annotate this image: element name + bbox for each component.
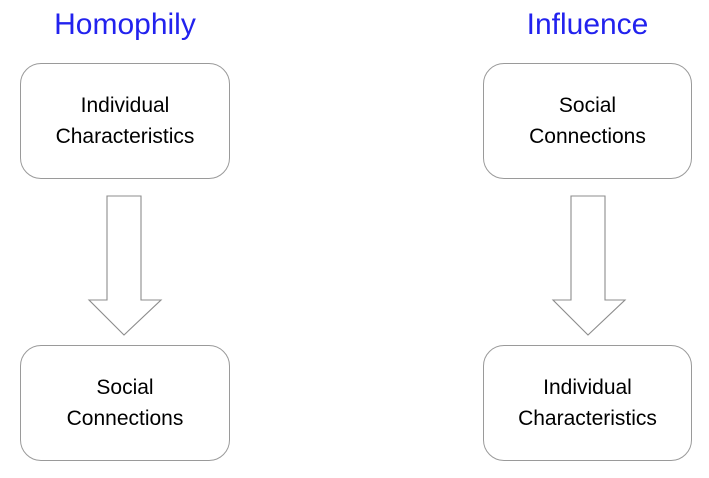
node-label-line-1: Social — [96, 376, 154, 399]
node-label: Individual Characteristics — [510, 372, 665, 434]
node-box-influence-source: Social Connections — [483, 63, 692, 179]
node-label-line-2: Characteristics — [55, 125, 195, 148]
column-title-influence: Influence — [526, 8, 649, 41]
node-box-homophily-source: Individual Characteristics — [20, 63, 230, 179]
node-label-line-2: Connections — [529, 125, 646, 148]
node-label-line-1: Individual — [80, 94, 170, 117]
arrow-shape — [551, 195, 627, 336]
node-label-line-1: Social — [558, 94, 617, 117]
node-label-line-2: Characteristics — [518, 407, 657, 430]
node-label: Social Connections — [59, 372, 192, 434]
node-box-homophily-target: Social Connections — [20, 345, 230, 461]
node-box-influence-target: Individual Characteristics — [483, 345, 692, 461]
down-block-arrow-homophily — [87, 194, 163, 338]
node-label: Social Connections — [521, 90, 654, 152]
node-label-line-1: Individual — [543, 376, 632, 399]
column-title-homophily: Homophily — [54, 8, 196, 41]
arrow-shape — [87, 195, 163, 336]
down-block-arrow-influence — [551, 194, 627, 338]
node-label-line-2: Connections — [66, 407, 184, 430]
node-label: Individual Characteristics — [48, 90, 203, 152]
